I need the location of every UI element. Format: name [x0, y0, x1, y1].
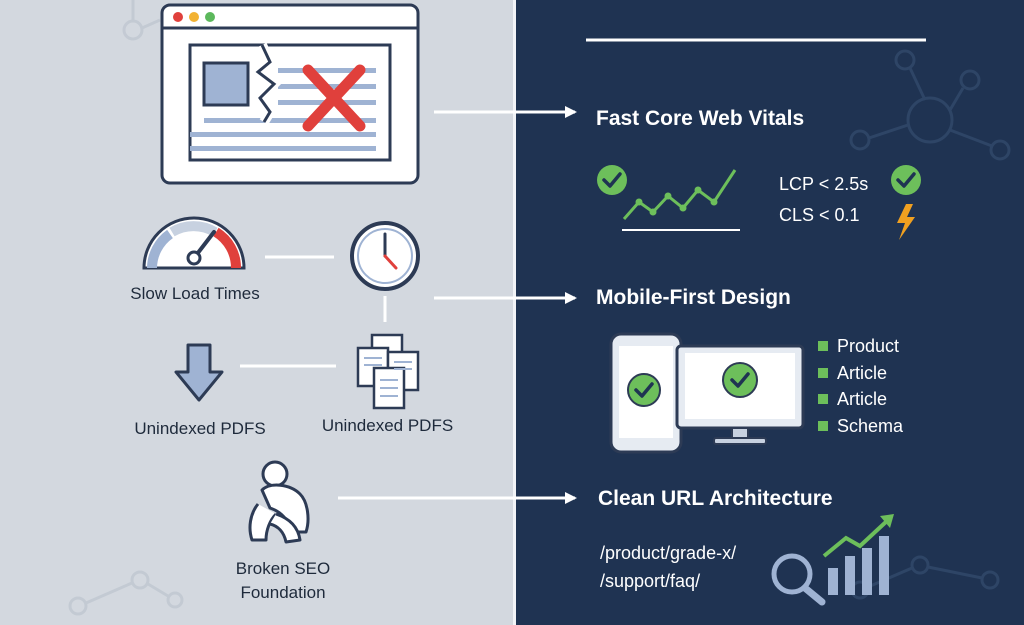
- url-example: /support/faq/: [600, 571, 701, 591]
- clock-icon: [350, 221, 420, 291]
- speedometer-icon: [142, 216, 246, 270]
- unindexed-pdfs-label: Unindexed PDFS: [134, 419, 266, 438]
- check-circle-icon: [891, 165, 921, 195]
- documents-icon: [356, 333, 420, 410]
- panel-divider: [513, 0, 516, 625]
- growth-bar-chart-icon: [822, 514, 894, 595]
- url-example: /product/grade-x/: [600, 543, 737, 563]
- broken-webpage-icon: [160, 3, 420, 185]
- sad-person-icon: [248, 460, 310, 544]
- unindexed-pdfs-label: Unindexed PDFS: [321, 416, 454, 435]
- lightning-bolt-icon: [897, 204, 915, 240]
- schema-list-item: Article: [818, 363, 887, 384]
- lcp-metric: LCP < 2.5s: [779, 174, 869, 194]
- molecule-decoration-icon: [68, 570, 184, 616]
- broken-seo-label: Foundation: [240, 583, 326, 602]
- molecule-decoration-icon: [850, 555, 1000, 600]
- clean-url-heading: Clean URL Architecture: [598, 487, 833, 510]
- down-arrow-icon: [174, 343, 224, 402]
- smartphone-icon: [609, 332, 683, 454]
- mobile-first-heading: Mobile-First Design: [596, 286, 791, 309]
- molecule-decoration-icon: [122, 0, 161, 41]
- desktop-monitor-icon: [675, 344, 805, 445]
- slow-load-label: Slow Load Times: [130, 284, 260, 303]
- solutions-panel: [515, 0, 1024, 625]
- error-x-icon: [302, 64, 366, 132]
- web-vitals-heading: Fast Core Web Vitals: [596, 107, 805, 130]
- molecule-decoration-icon: [849, 49, 1011, 161]
- cls-metric: CLS < 0.1: [779, 205, 860, 225]
- schema-list-item: Product: [818, 336, 899, 357]
- magnifier-icon: [771, 553, 826, 606]
- schema-list-item: Schema: [818, 416, 903, 437]
- check-circle-icon: [597, 165, 627, 195]
- performance-line-chart-icon: [622, 169, 740, 231]
- broken-seo-label: Broken SEO: [235, 559, 331, 578]
- schema-list-item: Article: [818, 389, 887, 410]
